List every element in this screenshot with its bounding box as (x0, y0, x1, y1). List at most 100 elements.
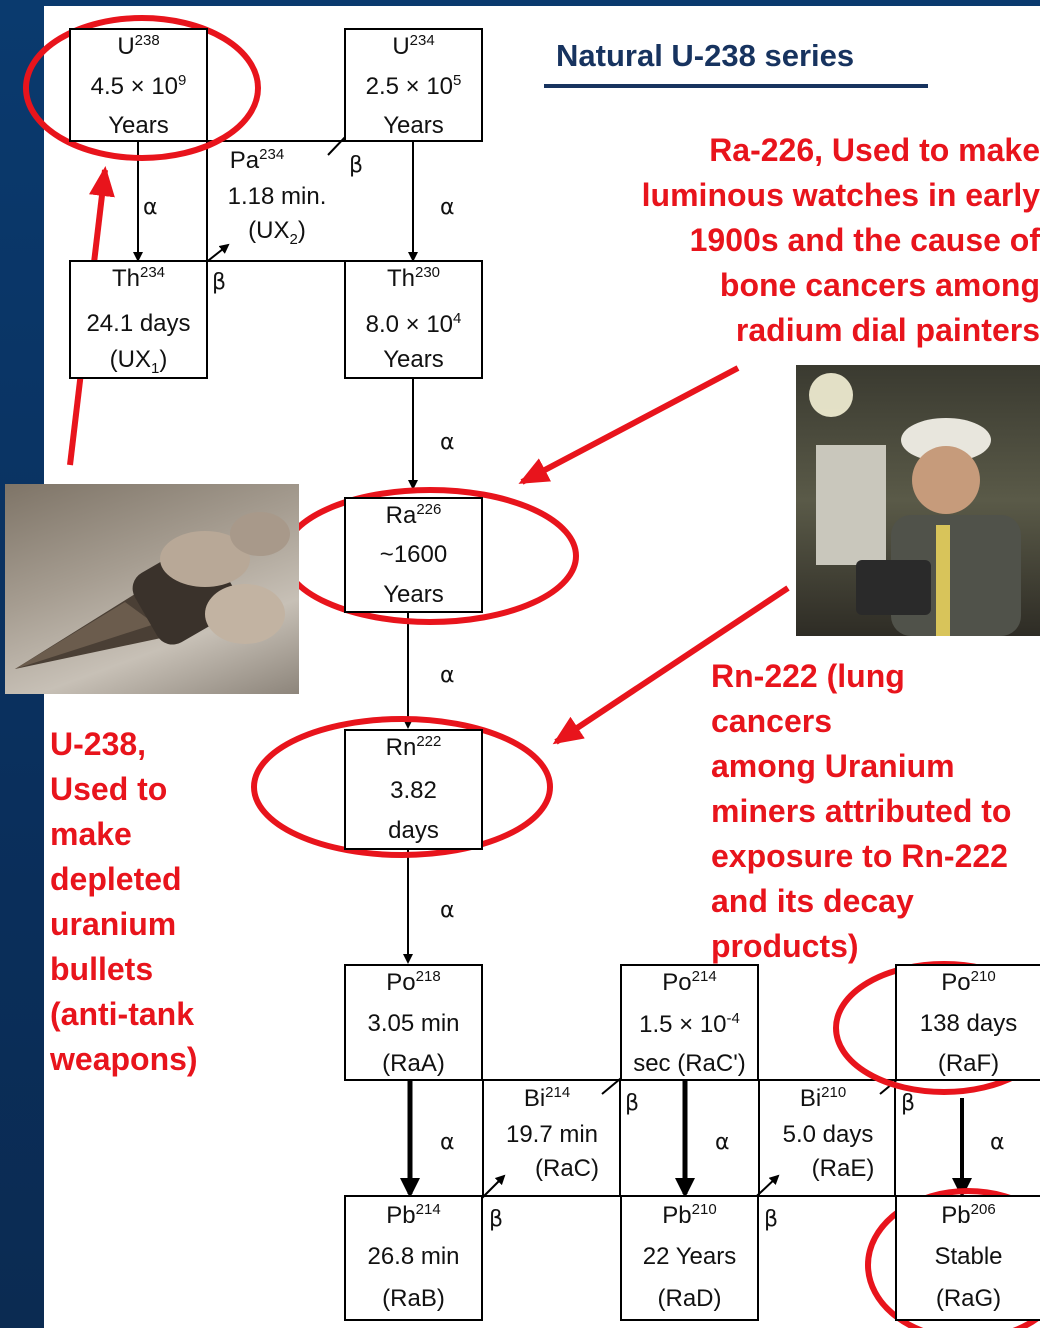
alpha-label: α (440, 898, 455, 923)
nuclide-box-pb214: Pb214 26.8 min (RaB) (344, 1195, 483, 1321)
beta-label: β (489, 1207, 504, 1232)
half-life-unit: days (388, 817, 439, 844)
half-life-exponent: 4 (453, 310, 462, 327)
nuclide-box-ra226: Ra226 ~1600 Years (344, 497, 483, 613)
rn222-annotation: Rn-222 (lung cancers among Uranium miner… (711, 658, 1012, 964)
decay-product-name: (RaE) (811, 1155, 875, 1182)
mass-number: 214 (691, 968, 717, 985)
mass-number: 210 (970, 968, 996, 985)
half-life: 3.82 (390, 777, 437, 804)
half-life: Stable (934, 1243, 1003, 1270)
nuclide-box-pb210: Pb210 22 Years (RaD) (620, 1195, 759, 1321)
nuclide-symbol: U (117, 33, 135, 60)
nuclide-symbol: Rn (385, 734, 417, 761)
nuclide-symbol: Pa (229, 147, 260, 174)
decay-product-name: sec (RaC') (633, 1050, 746, 1077)
half-life: 1.5 × 10 (639, 1011, 727, 1038)
decay-product-name: (RaA) (382, 1050, 445, 1077)
mass-number: 234 (259, 146, 285, 163)
half-life: 3.05 min (367, 1010, 460, 1037)
nuclide-box-u234: U234 2.5 × 105 Years (344, 28, 483, 142)
half-life-unit: Years (383, 346, 444, 373)
bullet-illustration (15, 512, 290, 669)
mass-number: 214 (415, 1201, 441, 1218)
half-life: 5.0 days (782, 1121, 874, 1148)
half-life-exponent: 5 (453, 72, 462, 89)
nuclide-symbol: Po (662, 969, 692, 996)
nuclide-symbol: U (392, 33, 410, 60)
nuclide-symbol: Th (386, 265, 415, 292)
nuclide-symbol: Bi (523, 1085, 546, 1112)
nuclide-symbol: Bi (799, 1085, 822, 1112)
nuclide-box-po210: Po210 138 days (RaF) (895, 964, 1040, 1081)
mass-number: 214 (545, 1084, 571, 1101)
alpha-label: α (440, 195, 455, 220)
alpha-label: α (143, 195, 158, 220)
half-life: 8.0 × 10 (365, 311, 454, 338)
mass-number: 218 (415, 968, 441, 985)
depleted-uranium-bullet-photo (5, 484, 299, 694)
half-life: ~1600 (379, 541, 448, 568)
nuclide-bi210: Bi210 5.0 days (RaE) (760, 1084, 896, 1183)
nuclide-symbol: Pb (941, 1202, 971, 1229)
beta-label: β (212, 270, 227, 295)
half-life: 24.1 days (86, 310, 191, 337)
nuclide-box-th230: Th230 8.0 × 104 Years (344, 260, 483, 379)
mass-number: 210 (691, 1201, 717, 1218)
nuclide-symbol: Po (386, 969, 416, 996)
nuclide-box-pb206: Pb206 Stable (RaG) (895, 1195, 1040, 1321)
nuclide-symbol: Po (941, 969, 971, 996)
half-life-exponent: 9 (178, 72, 187, 89)
page-title: Natural U-238 series (556, 38, 855, 73)
alpha-label: α (440, 430, 455, 455)
mass-number: 210 (821, 1084, 847, 1101)
nuclide-box-po218: Po218 3.05 min (RaA) (344, 964, 483, 1081)
half-life-unit: Years (108, 112, 169, 139)
half-life: 19.7 min (505, 1121, 599, 1148)
miner-illustration (809, 373, 1021, 636)
half-life: 26.8 min (367, 1243, 460, 1270)
half-life-exponent: -4 (726, 1010, 740, 1027)
decay-product-name: (RaF) (937, 1050, 1000, 1077)
beta-label: β (901, 1091, 916, 1116)
half-life: 2.5 × 10 (365, 73, 454, 100)
beta-label: β (764, 1207, 779, 1232)
half-life: 22 Years (642, 1243, 737, 1270)
half-life: 4.5 × 10 (90, 73, 179, 100)
decay-product-name: (RaB) (382, 1285, 445, 1312)
nuclide-box-po214: Po214 1.5 × 10-4 sec (RaC') (620, 964, 759, 1081)
title-underline (544, 84, 928, 88)
alpha-label: α (990, 1130, 1005, 1155)
nuclide-symbol: Pb (662, 1202, 692, 1229)
nuclide-box-u238: U238 4.5 × 109 Years (69, 28, 208, 142)
u238-annotation: U-238, Used to make depleted uranium bul… (50, 726, 198, 1077)
mass-number: 226 (416, 501, 442, 518)
nuclide-symbol: Th (111, 265, 140, 292)
alpha-label: α (440, 1130, 455, 1155)
mass-number: 238 (134, 32, 160, 49)
nuclide-pa234: Pa234 1.18 min. (UX2) (209, 146, 345, 248)
mass-number: 234 (409, 32, 435, 49)
ra226-annotation: Ra-226, Used to make luminous watches in… (641, 132, 1040, 348)
half-life: 1.18 min. (227, 183, 327, 210)
half-life-unit: Years (383, 581, 444, 608)
nuclide-box-rn222: Rn222 3.82 days (344, 729, 483, 850)
top-accent-bar (0, 0, 1040, 6)
beta-label: β (625, 1091, 640, 1116)
alpha-label: α (440, 663, 455, 688)
mass-number: 222 (416, 733, 442, 750)
decay-product-name: (RaC) (535, 1155, 599, 1182)
nuclide-box-th234: Th234 24.1 days (UX1) (69, 260, 208, 379)
half-life-unit: Years (383, 112, 444, 139)
beta-label: β (349, 153, 364, 178)
mass-number: 230 (414, 264, 441, 281)
half-life: 138 days (919, 1010, 1018, 1037)
uranium-miner-photo (796, 365, 1040, 636)
mass-number: 206 (970, 1201, 996, 1218)
nuclide-bi214: Bi214 19.7 min (RaC) (484, 1084, 620, 1183)
mass-number: 234 (139, 264, 166, 281)
nuclide-symbol: Pb (386, 1202, 416, 1229)
decay-product-name: (RaD) (657, 1285, 722, 1312)
alpha-label: α (715, 1130, 730, 1155)
nuclide-symbol: Ra (385, 502, 417, 529)
